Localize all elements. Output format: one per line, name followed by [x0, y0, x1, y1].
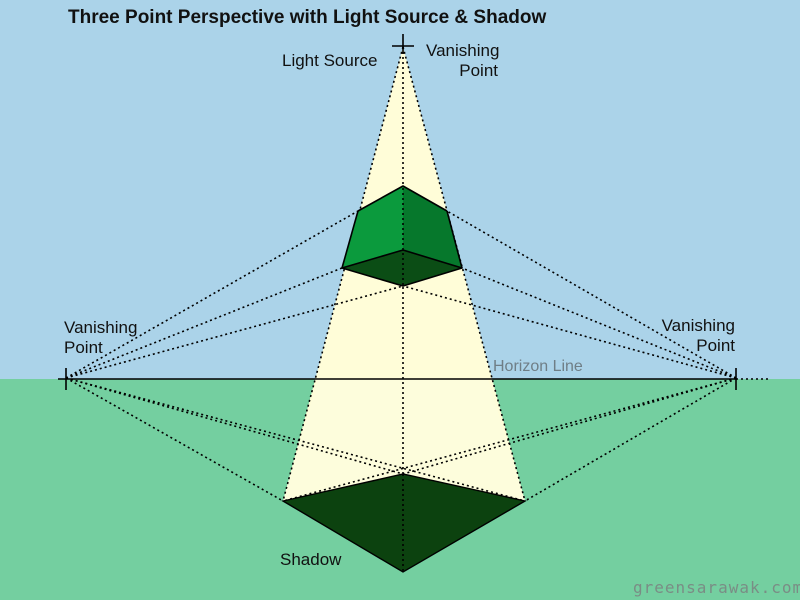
shadow-label: Shadow [280, 550, 342, 569]
left-vp-line-5 [65, 377, 526, 502]
vanishing-point-right-line1: Vanishing [661, 316, 735, 335]
horizon-line-label: Horizon Line [493, 358, 583, 375]
perspective-lines [65, 46, 770, 572]
vanishing-point-left-label: Vanishing Point [64, 318, 137, 358]
right-vp-line-2 [461, 267, 737, 379]
vanishing-point-right-label: Vanishing Point [661, 316, 735, 356]
vanishing-point-left-line1: Vanishing [64, 318, 138, 337]
vanishing-point-top-line2: Point [459, 61, 498, 80]
right-vp-line-6 [524, 377, 737, 502]
vanishing-point-left-line2: Point [64, 338, 103, 357]
cube-right-face [403, 186, 462, 268]
vanishing-point-top-label: Vanishing Point [426, 41, 500, 81]
cube-edges [341, 185, 463, 287]
vanishing-point-right-line2: Point [696, 336, 735, 355]
left-vp-line-4 [65, 377, 404, 475]
left-vp-line-1 [65, 210, 359, 379]
vanishing-point-marks [65, 34, 737, 390]
light-cone-lower [283, 379, 525, 501]
diagram-title: Three Point Perspective with Light Sourc… [68, 7, 547, 28]
left-vp-line-3 [65, 285, 404, 379]
right-vp-line-5 [282, 377, 737, 502]
cone-edge-right [402, 46, 526, 502]
vanishing-point-top-line1: Vanishing [426, 41, 500, 60]
light-source-label: Light Source [282, 51, 378, 70]
shadow-shape [281, 473, 527, 573]
site-credit: greensarawak.com [633, 578, 800, 597]
left-vp-line-6 [65, 377, 284, 502]
cone-edge-left [282, 46, 404, 502]
cube-left-face [342, 186, 403, 268]
right-vp-line-1 [446, 210, 737, 379]
